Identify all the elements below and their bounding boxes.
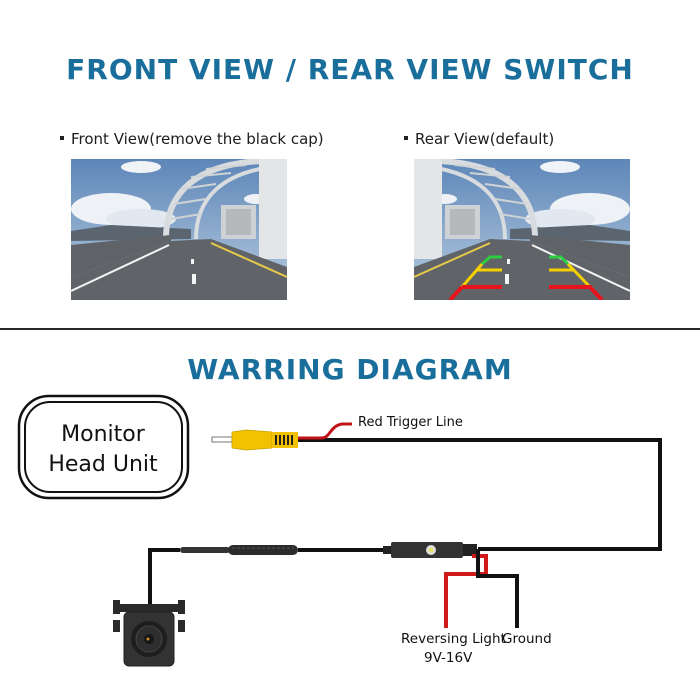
- rca-plug-icon: [211, 429, 298, 451]
- red-trigger-label: Red Trigger Line: [358, 415, 463, 430]
- monitor-head-unit: Monitor Head Unit: [17, 394, 190, 500]
- wiring-section-title: WARRING DIAGRAM: [187, 353, 513, 386]
- guide-right-yellow: [566, 262, 592, 289]
- reversing-light-label: Reversing Light: [401, 631, 506, 647]
- switch-section-title: FRONT VIEW / REAR VIEW SWITCH: [66, 53, 634, 86]
- red-trigger-wire: [298, 422, 352, 440]
- camera-wire: [148, 548, 390, 605]
- parking-guide-lines: [448, 255, 604, 300]
- black-video-wire: [298, 438, 662, 551]
- ground-label: Ground: [502, 631, 552, 647]
- voltage-label: 9V-16V: [424, 650, 473, 666]
- section-divider: [0, 328, 700, 330]
- front-view-label: Front View(remove the black cap): [71, 130, 324, 148]
- rear-view-image: [414, 159, 630, 300]
- bullet-icon: [404, 136, 408, 140]
- road-scene-front: [71, 159, 287, 300]
- backup-camera-icon: [113, 600, 185, 667]
- guide-left-yellow: [460, 263, 484, 288]
- guide-right-red: [549, 285, 604, 300]
- ground-wire: [476, 549, 519, 628]
- monitor-label-line1: Monitor: [61, 422, 146, 447]
- monitor-label-line2: Head Unit: [48, 452, 158, 477]
- rear-view-caption: Rear View(default): [404, 130, 554, 148]
- cable-sleeve: [180, 545, 298, 555]
- front-view-image: [71, 159, 287, 300]
- rear-view-label: Rear View(default): [415, 130, 555, 148]
- wiring-diagram: Monitor Head Unit: [17, 394, 662, 667]
- guide-left-green: [481, 255, 502, 266]
- guide-right-green: [549, 255, 570, 266]
- bullet-icon: [60, 136, 64, 140]
- front-view-caption: Front View(remove the black cap): [60, 130, 324, 148]
- control-box: [383, 542, 477, 558]
- road-scene-rear: [414, 159, 630, 300]
- guide-left-red: [448, 285, 502, 300]
